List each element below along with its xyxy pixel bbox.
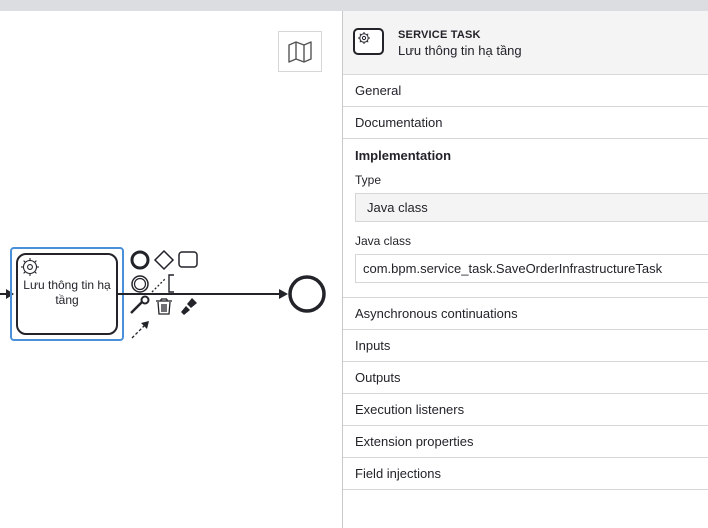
implementation-entries: Type Java class Java class com.bpm.servi…	[343, 173, 708, 298]
group-label: Execution listeners	[355, 402, 465, 417]
top-bar	[0, 0, 708, 11]
input-value: com.bpm.service_task.SaveOrderInfrastruc…	[363, 261, 663, 276]
task-label-line1: Lưu thông tin hạ	[23, 278, 111, 292]
group-label: General	[355, 83, 402, 98]
group-label: Extension properties	[355, 434, 474, 449]
panel-header: SERVICE TASK Lưu thông tin hạ tầng	[343, 11, 708, 75]
bpmn-canvas[interactable]: Lưu thông tin hạ tầng	[0, 11, 342, 528]
append-end-event-icon[interactable]	[130, 250, 150, 270]
group-label: Field injections	[355, 466, 441, 481]
group-label: Outputs	[355, 370, 401, 385]
java-class-input[interactable]: com.bpm.service_task.SaveOrderInfrastruc…	[355, 254, 708, 283]
change-type-wrench-icon[interactable]	[130, 295, 150, 314]
text-annotation-icon[interactable]	[151, 274, 174, 293]
group-field-injections[interactable]: Field injections	[343, 458, 708, 490]
group-general[interactable]: General	[343, 75, 708, 107]
append-intermediate-event-icon[interactable]	[131, 275, 149, 293]
map-icon	[288, 40, 312, 63]
service-task[interactable]: Lưu thông tin hạ tầng	[16, 253, 118, 335]
group-asynchronous-continuations[interactable]: Asynchronous continuations	[343, 298, 708, 330]
group-inputs[interactable]: Inputs	[343, 330, 708, 362]
connect-arrow-icon[interactable]	[131, 321, 149, 339]
type-label: Type	[355, 173, 382, 187]
end-event[interactable]	[288, 275, 326, 313]
group-extension-properties[interactable]: Extension properties	[343, 426, 708, 458]
task-label-line2: tầng	[55, 293, 78, 307]
append-gateway-icon[interactable]	[153, 249, 175, 271]
select-value: Java class	[367, 200, 428, 215]
delete-trash-icon[interactable]	[156, 298, 172, 315]
diagram-svg: Lưu thông tin hạ tầng	[0, 247, 326, 341]
context-pad	[130, 249, 198, 339]
group-implementation[interactable]: Implementation	[343, 139, 708, 171]
group-documentation[interactable]: Documentation	[343, 107, 708, 139]
minimap-toggle-button[interactable]	[278, 31, 322, 72]
group-outputs[interactable]: Outputs	[343, 362, 708, 394]
group-execution-listeners[interactable]: Execution listeners	[343, 394, 708, 426]
element-type-label: SERVICE TASK	[398, 29, 481, 41]
properties-panel: SERVICE TASK Lưu thông tin hạ tầng Gener…	[342, 11, 708, 528]
group-label: Implementation	[355, 147, 452, 163]
service-task-icon	[353, 28, 384, 55]
gear-icon	[21, 258, 39, 276]
outgoing-arrowhead	[279, 289, 288, 299]
implementation-type-select[interactable]: Java class	[355, 193, 708, 222]
group-label: Documentation	[355, 115, 443, 130]
group-label: Asynchronous continuations	[355, 306, 518, 321]
group-label: Inputs	[355, 338, 391, 353]
color-brush-icon[interactable]	[181, 298, 197, 315]
java-class-label: Java class	[355, 234, 412, 248]
element-name: Lưu thông tin hạ tầng	[398, 43, 522, 58]
append-task-icon[interactable]	[178, 251, 198, 268]
